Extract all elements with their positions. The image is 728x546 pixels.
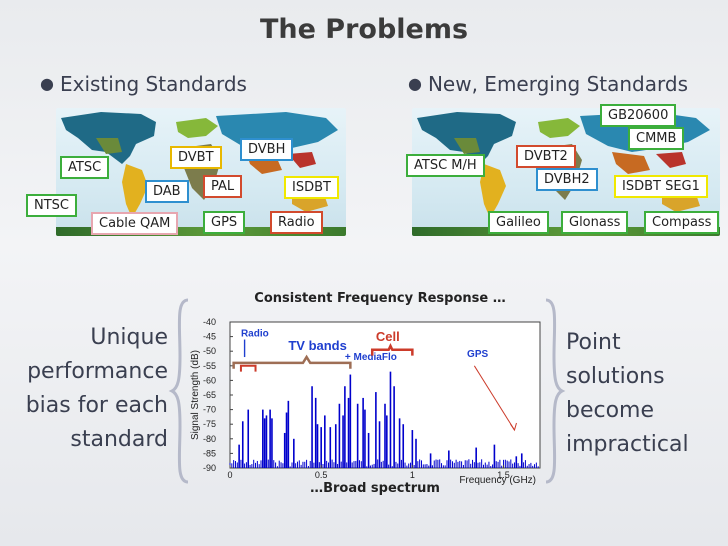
y-tick-label: -90: [203, 463, 216, 473]
tag-dvbh2: DVBH2: [536, 168, 598, 191]
tag-isdbt-seg1: ISDBT SEG1: [614, 175, 708, 198]
tag-dvbt2: DVBT2: [516, 145, 576, 168]
page-title: The Problems: [259, 14, 469, 45]
annotation-mediaflo: + MediaFlo: [345, 352, 397, 363]
y-tick-label: -85: [203, 448, 216, 458]
tag-pal: PAL: [203, 175, 243, 198]
side-line: impractical: [566, 432, 689, 457]
y-tick-label: -60: [203, 375, 216, 385]
side-line: solutions: [566, 364, 665, 389]
x-tick-label: 1.5: [497, 470, 510, 480]
bullet-label: Existing Standards: [59, 72, 247, 96]
tag-cable-qam: Cable QAM: [91, 212, 179, 235]
tag-ntsc: NTSC: [26, 194, 77, 217]
tag-atsc: ATSC: [60, 156, 110, 179]
brace-left-icon: [168, 298, 189, 484]
tag-dab: DAB: [145, 180, 189, 203]
y-tick-label: -50: [203, 346, 216, 356]
tag-dvbh: DVBH: [240, 138, 294, 161]
y-tick-label: -45: [203, 332, 216, 342]
map-ground-bar: [56, 227, 346, 236]
annotation-cell: Cell: [376, 329, 400, 344]
tag-gps: GPS: [203, 211, 246, 234]
side-line: Unique: [90, 325, 168, 350]
tag-compass: Compass: [644, 211, 720, 234]
tag-radio: Radio: [270, 211, 323, 234]
y-tick-label: -65: [203, 390, 216, 400]
side-line: become: [566, 398, 655, 423]
chart-title: Consistent Frequency Response …: [254, 291, 506, 306]
side-line: Point: [566, 330, 621, 355]
y-axis-label: Signal Strength (dB): [190, 350, 201, 440]
tag-galileo: Galileo: [488, 211, 549, 234]
cell-bracket: [370, 343, 414, 356]
x-tick-label: 0: [227, 470, 232, 480]
tag-glonass: Glonass: [561, 211, 629, 234]
x-tick-label: 0.5: [315, 470, 328, 480]
x-tick-label: 1: [410, 470, 415, 480]
side-text-left: Unique performance bias for each standar…: [16, 321, 168, 457]
tag-cmmb: CMMB: [628, 127, 685, 150]
y-tick-label: -75: [203, 419, 216, 429]
tag-dvbt: DVBT: [170, 146, 222, 169]
brace-right-icon: [545, 298, 566, 484]
bullet-existing-standards: ● Existing Standards: [40, 72, 247, 96]
radio-bracket: [239, 364, 257, 372]
tag-isdbt: ISDBT: [284, 176, 339, 199]
annotation-tv-bands: TV bands: [288, 338, 347, 353]
tag-gb20600: GB20600: [600, 104, 677, 127]
bullet-label: New, Emerging Standards: [427, 72, 688, 96]
side-line: standard: [70, 427, 168, 452]
bullet-emerging-standards: ● New, Emerging Standards: [408, 72, 688, 96]
spectrum-chart: -40 -45 -50 -55 -60 -65 -70 -75 -80 -85 -90 0 0.5 1 1.…: [190, 317, 541, 486]
y-tick-label: -70: [203, 405, 216, 415]
annotation-radio: Radio: [241, 329, 269, 340]
tv-bands-bracket: [232, 354, 352, 369]
x-axis-label: Frequency (GHz): [459, 475, 536, 486]
y-tick-label: -80: [203, 434, 216, 444]
side-line: bias for each: [25, 393, 168, 418]
gps-arrow-head: [510, 422, 517, 432]
annotation-gps: GPS: [467, 349, 488, 360]
chart-subtitle: …Broad spectrum: [310, 481, 440, 496]
bullet-dot: ●: [408, 74, 422, 93]
y-tick-label: -40: [203, 317, 216, 327]
side-line: performance: [27, 359, 168, 384]
gps-arrow: [473, 365, 515, 431]
y-tick-label: -55: [203, 361, 216, 371]
bullet-dot: ●: [40, 74, 54, 93]
tag-atsc-mh: ATSC M/H: [406, 154, 485, 177]
side-text-right: Point solutions become impractical: [566, 326, 726, 462]
